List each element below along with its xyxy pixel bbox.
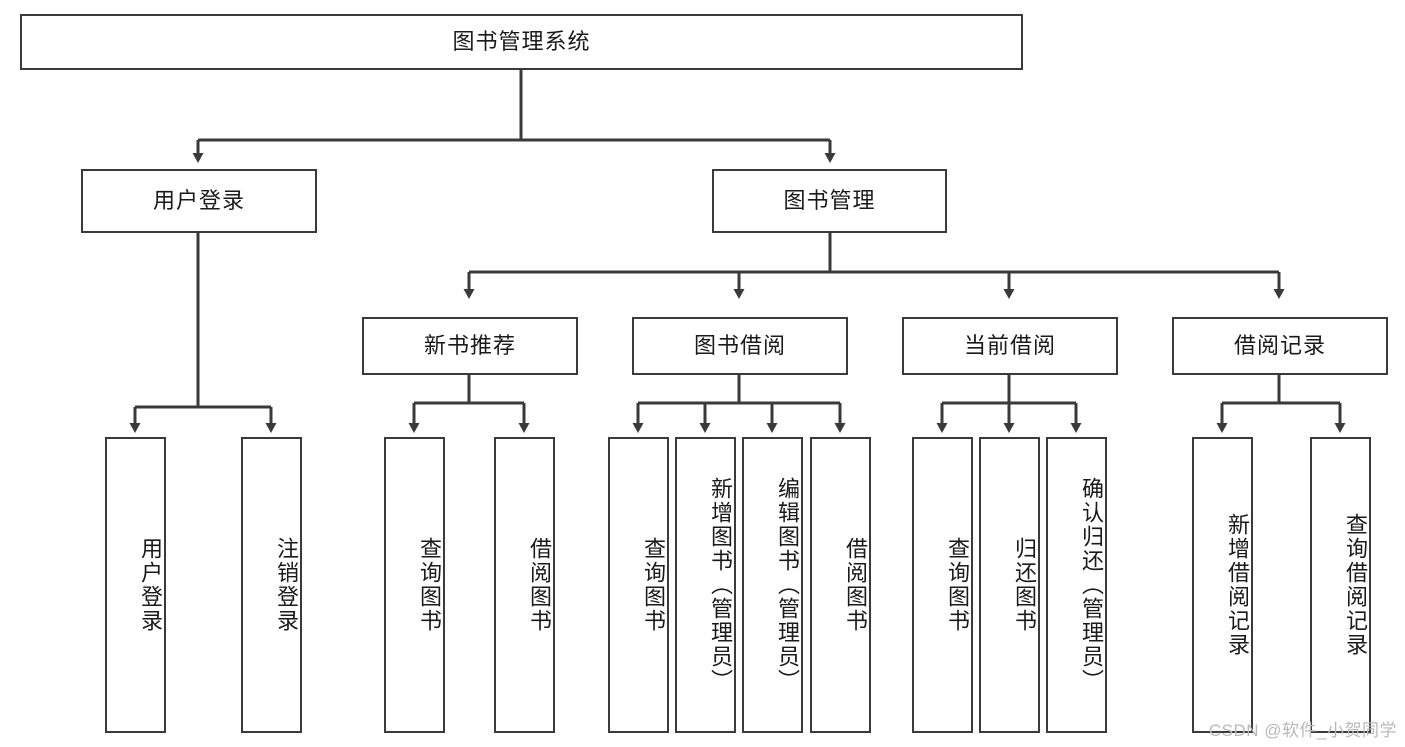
node-label: 图书管理系统	[452, 28, 591, 54]
leaf-user-login-logout[interactable]: 注销登录	[241, 437, 302, 733]
node-current-borrow[interactable]: 当前借阅	[902, 317, 1118, 375]
leaf-recommend-query-book[interactable]: 查询图书	[384, 437, 445, 733]
node-label: 查询图书	[417, 537, 442, 633]
leaf-current-query-book[interactable]: 查询图书	[912, 437, 973, 733]
node-label: 图书管理	[783, 187, 876, 213]
node-label: 查询借阅记录	[1343, 513, 1368, 657]
node-book-management[interactable]: 图书管理	[712, 169, 947, 233]
node-new-book-recommend[interactable]: 新书推荐	[362, 317, 578, 375]
node-label: 图书借阅	[693, 332, 786, 358]
node-label: 新书推荐	[423, 332, 516, 358]
leaf-recommend-borrow-book[interactable]: 借阅图书	[494, 437, 555, 733]
node-user-login[interactable]: 用户登录	[81, 169, 317, 233]
node-label: 新增图书（管理员）	[708, 477, 733, 693]
node-book-borrow[interactable]: 图书借阅	[632, 317, 848, 375]
node-label: 用户登录	[138, 537, 163, 633]
node-label: 借阅图书	[843, 537, 868, 633]
node-label: 新增借阅记录	[1225, 513, 1250, 657]
leaf-current-confirm-return-admin[interactable]: 确认归还（管理员）	[1046, 437, 1107, 733]
node-label: 借阅图书	[527, 537, 552, 633]
leaf-borrow-add-book-admin[interactable]: 新增图书（管理员）	[675, 437, 736, 733]
watermark: CSDN @软件_小贺同学	[1208, 721, 1397, 740]
leaf-borrow-borrow-book[interactable]: 借阅图书	[810, 437, 871, 733]
node-label: 编辑图书（管理员）	[775, 477, 800, 693]
leaf-user-login-login[interactable]: 用户登录	[105, 437, 166, 733]
leaf-record-query-record[interactable]: 查询借阅记录	[1310, 437, 1371, 733]
node-label: 借阅记录	[1233, 332, 1326, 358]
node-label: 注销登录	[274, 537, 299, 633]
leaf-borrow-query-book[interactable]: 查询图书	[608, 437, 669, 733]
leaf-current-return-book[interactable]: 归还图书	[979, 437, 1040, 733]
leaf-record-add-record[interactable]: 新增借阅记录	[1192, 437, 1253, 733]
node-label: 确认归还（管理员）	[1079, 477, 1104, 693]
leaf-borrow-edit-book-admin[interactable]: 编辑图书（管理员）	[742, 437, 803, 733]
node-label: 归还图书	[1012, 537, 1037, 633]
node-label: 用户登录	[152, 187, 245, 213]
node-label: 查询图书	[945, 537, 970, 633]
node-label: 当前借阅	[963, 332, 1056, 358]
node-borrow-record[interactable]: 借阅记录	[1172, 317, 1388, 375]
node-root-book-management-system[interactable]: 图书管理系统	[20, 14, 1023, 70]
node-label: 查询图书	[641, 537, 666, 633]
